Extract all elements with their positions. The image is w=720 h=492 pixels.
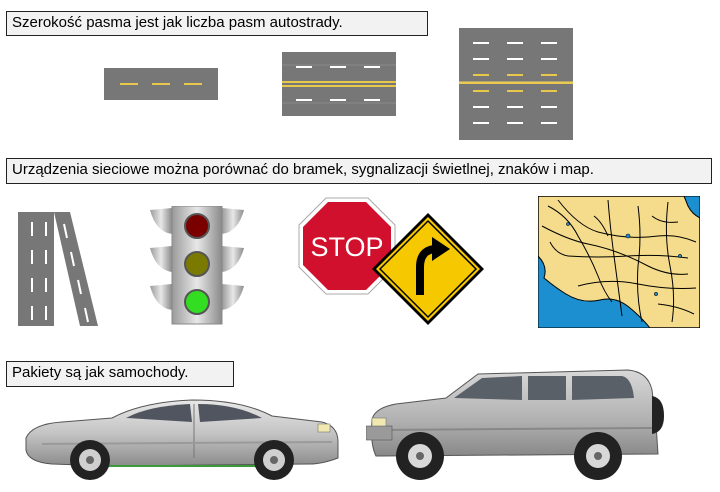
packets-caption: Pakiety są jak samochody. <box>6 361 234 387</box>
highway-4-lane-icon <box>282 52 396 116</box>
traffic-light-icon <box>150 206 244 325</box>
highway-2-lane-icon <box>104 68 218 100</box>
curve-ahead-sign-icon <box>372 213 484 325</box>
network-devices-caption: Urządzenia sieciowe można porównać do br… <box>6 158 712 184</box>
bandwidth-caption: Szerokość pasma jest jak liczba pasm aut… <box>6 11 428 36</box>
sedan-car-icon <box>25 399 339 480</box>
road-map-icon <box>538 196 700 328</box>
highway-8-lane-icon <box>459 28 573 140</box>
suv-car-icon <box>366 369 664 480</box>
stop-sign-icon: STOP <box>298 197 396 295</box>
stop-sign-label: STOP <box>310 232 383 262</box>
gate-roads-icon <box>18 212 98 326</box>
